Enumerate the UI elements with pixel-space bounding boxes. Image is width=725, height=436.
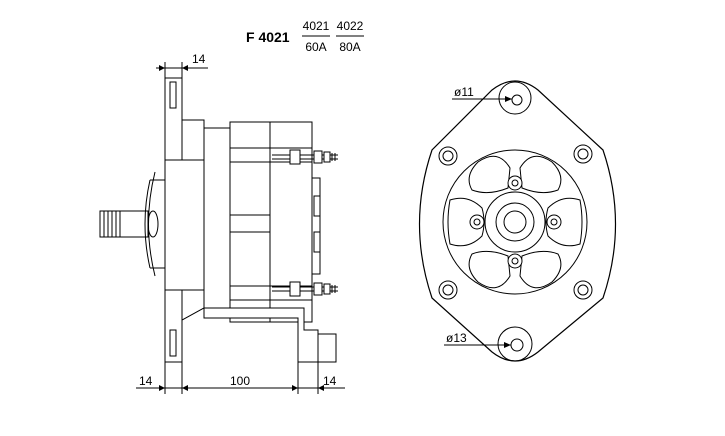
dim-bottom-mid-label: 100 [230,374,250,388]
variant-4022: 4022 80A [336,19,364,54]
terminal-stud-top [272,149,338,165]
mount-ear-top [498,81,532,115]
fan-lobes [447,155,583,289]
callout-hole-top: ø11 [452,85,512,102]
mount-ear-bottom [497,326,533,362]
dimension-bottom: 14 100 14 [136,362,345,394]
rear-mounting-foot [203,307,337,363]
pulley-hub [144,171,165,277]
mount-hole-top [511,94,523,106]
variant-rating: 80A [339,40,360,54]
hub-bolts [469,175,562,269]
hole-bottom-label: ø13 [446,331,467,345]
dimension-top: 14 [156,52,208,78]
dim-bottom-right-label: 14 [323,374,337,388]
dim-top-label: 14 [192,52,206,66]
front-view [418,80,617,362]
inner-ring [442,149,588,295]
shaft [99,210,149,238]
variant-code: 4022 [337,19,364,33]
variant-rating: 60A [305,40,326,54]
stator-body [203,121,321,323]
front-flange [164,77,205,363]
hub [484,191,546,253]
side-view [99,77,338,363]
housing-outline [418,80,617,362]
model-label: F 4021 [246,29,290,45]
variant-4021: 4021 60A [302,19,330,54]
terminal-stud-bottom [272,281,338,297]
callout-hole-bottom: ø13 [444,331,511,348]
mount-hole-bottom [510,338,524,352]
dim-bottom-left-label: 14 [139,374,153,388]
hole-top-label: ø11 [454,85,474,99]
corner-bosses [438,144,593,300]
variant-code: 4021 [303,19,330,33]
